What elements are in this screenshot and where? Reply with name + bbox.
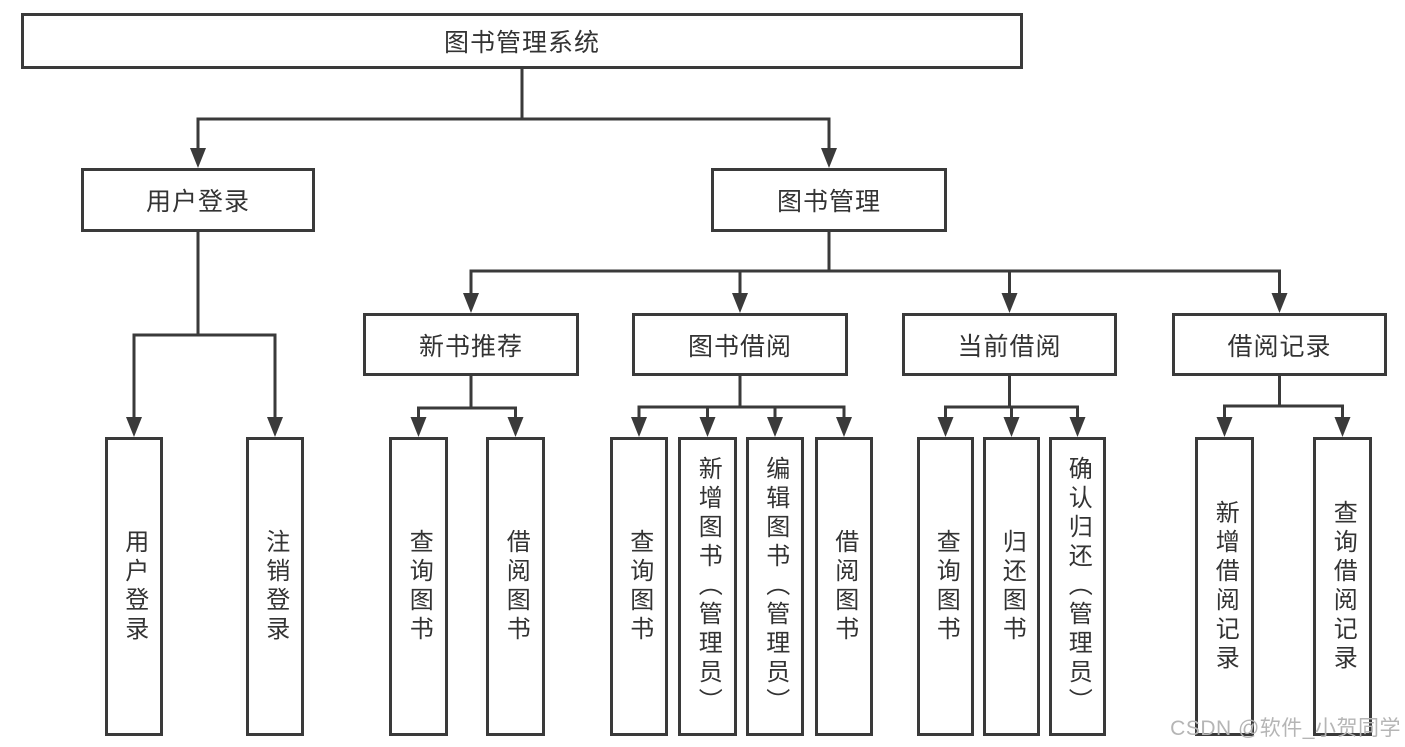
leaf-borrow-borrow-book: 借阅图书 bbox=[815, 437, 873, 736]
leaf-label: 查询图书 bbox=[405, 528, 433, 645]
leaf-label: 借阅图书 bbox=[830, 528, 858, 645]
leaf-label: 新增借阅记录 bbox=[1211, 499, 1239, 674]
node-label: 当前借阅 bbox=[957, 332, 1062, 361]
leaf-label: 注销登录 bbox=[261, 528, 289, 645]
node-borrow-records: 借阅记录 bbox=[1172, 313, 1387, 376]
leaf-label: 查询借阅记录 bbox=[1329, 499, 1357, 674]
node-label: 图书管理系统 bbox=[443, 29, 600, 57]
leaf-logout-login: 注销登录 bbox=[246, 437, 304, 736]
leaf-user-login: 用户登录 bbox=[105, 437, 163, 736]
leaf-label: 用户登录 bbox=[120, 528, 148, 645]
node-book-management: 图书管理 bbox=[711, 168, 947, 232]
leaf-label: 确认归还（管理员） bbox=[1064, 456, 1092, 717]
node-user-login: 用户登录 bbox=[81, 168, 315, 232]
leaf-label: 新增图书（管理员） bbox=[694, 456, 722, 717]
node-current-borrow: 当前借阅 bbox=[902, 313, 1117, 376]
node-label: 新书推荐 bbox=[418, 332, 523, 361]
csdn-watermark: CSDN @软件_小贺同学 bbox=[1170, 717, 1401, 740]
leaf-label: 编辑图书（管理员） bbox=[761, 456, 789, 717]
leaf-label: 归还图书 bbox=[998, 528, 1026, 645]
leaf-label: 查询图书 bbox=[625, 528, 653, 645]
node-label: 图书借阅 bbox=[687, 332, 792, 361]
node-book-borrow: 图书借阅 bbox=[632, 313, 848, 376]
leaf-current-query-book: 查询图书 bbox=[917, 437, 974, 736]
leaf-borrow-query-book: 查询图书 bbox=[610, 437, 668, 736]
node-label: 借阅记录 bbox=[1227, 332, 1332, 361]
node-new-book-recommend: 新书推荐 bbox=[363, 313, 579, 376]
leaf-rec-query-book: 查询图书 bbox=[389, 437, 448, 736]
leaf-records-add-record: 新增借阅记录 bbox=[1195, 437, 1254, 736]
leaf-records-query-record: 查询借阅记录 bbox=[1313, 437, 1372, 736]
leaf-rec-borrow-book: 借阅图书 bbox=[486, 437, 545, 736]
leaf-borrow-add-book-admin: 新增图书（管理员） bbox=[678, 437, 737, 736]
node-label: 图书管理 bbox=[776, 188, 881, 216]
leaf-current-confirm-return-admin: 确认归还（管理员） bbox=[1049, 437, 1106, 736]
leaf-current-return-book: 归还图书 bbox=[983, 437, 1040, 736]
node-label: 用户登录 bbox=[145, 188, 250, 216]
leaf-borrow-edit-book-admin: 编辑图书（管理员） bbox=[746, 437, 804, 736]
node-library-management-system: 图书管理系统 bbox=[21, 13, 1023, 69]
leaf-label: 查询图书 bbox=[932, 528, 960, 645]
leaf-label: 借阅图书 bbox=[502, 528, 530, 645]
